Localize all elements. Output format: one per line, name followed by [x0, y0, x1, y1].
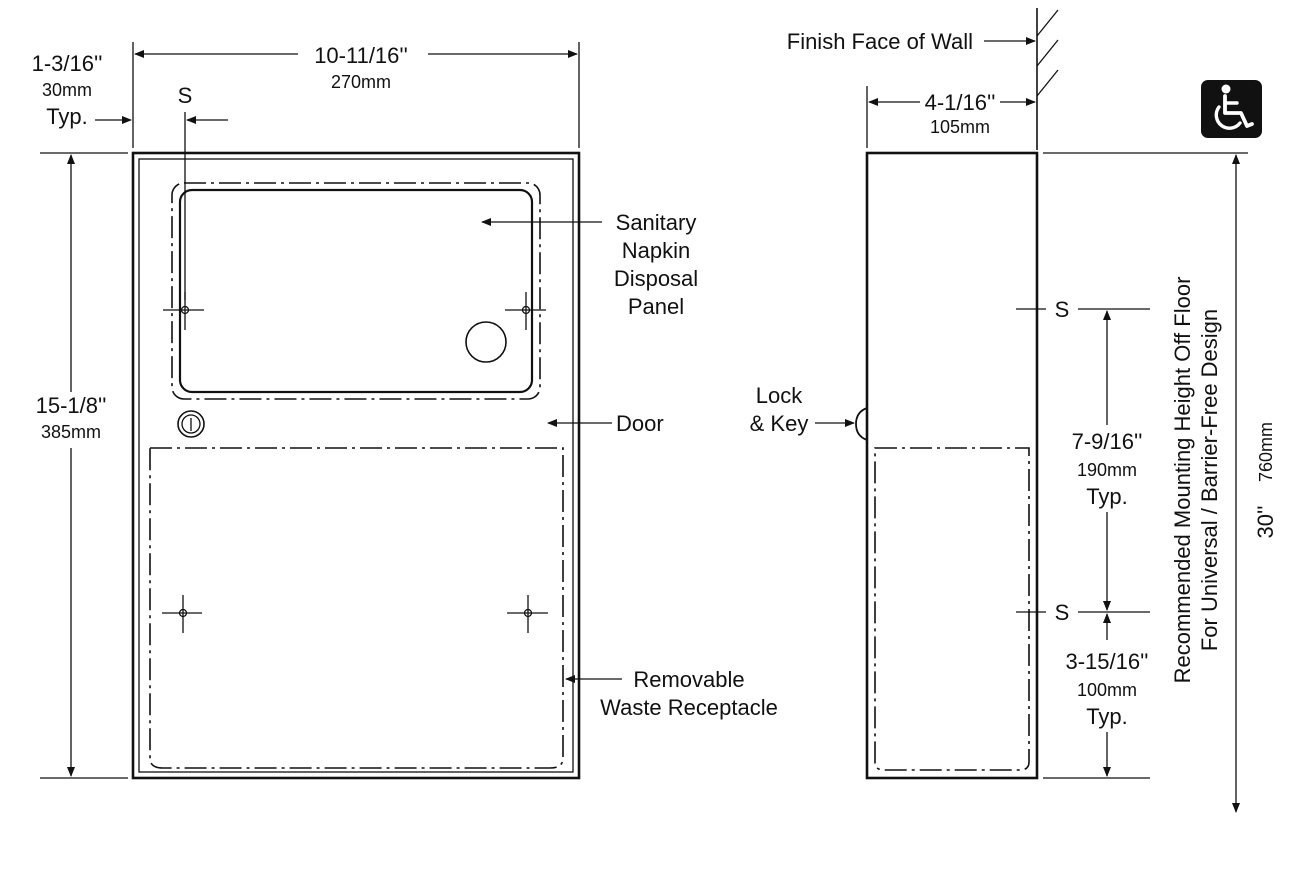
waste-receptacle-hidden-outline — [149, 447, 564, 769]
door-lock — [177, 410, 205, 438]
callout-panel-line3: Disposal — [614, 266, 698, 291]
offset-typ: Typ. — [46, 104, 88, 129]
callout-panel-line2: Napkin — [622, 238, 690, 263]
door-lock-inner — [181, 414, 201, 434]
spacing-dimension: 7-9/16'' — [1072, 429, 1143, 454]
mounting-hole-marks — [162, 292, 548, 633]
mounting-hole — [162, 595, 202, 633]
mounting-height-mm: 760mm — [1256, 422, 1276, 482]
napkin-panel-handle — [465, 321, 507, 363]
mounting-hole — [505, 292, 546, 330]
callout-receptacle-line2: Waste Receptacle — [600, 695, 778, 720]
width-dimension-mm: 270mm — [331, 72, 391, 92]
height-dimension: 15-1/8'' — [36, 393, 107, 418]
bottom-typ: Typ. — [1086, 704, 1128, 729]
napkin-panel-hidden-outline — [171, 182, 541, 400]
mounting-height-line1: Recommended Mounting Height Off Floor — [1170, 277, 1195, 684]
callout-door: Door — [616, 411, 664, 436]
s-label-upper: S — [1055, 297, 1070, 322]
mounting-hole — [163, 292, 204, 330]
lock-label-line1: Lock — [756, 383, 803, 408]
depth-dimension-mm: 105mm — [930, 117, 990, 137]
s-label-front: S — [178, 83, 193, 108]
side-view: Finish Face of Wall 4-1/16'' 105mm Lock … — [750, 8, 1278, 813]
height-dimension-mm: 385mm — [41, 422, 101, 442]
wheelchair-accessibility-icon — [1201, 80, 1262, 138]
lock-label-line2: & Key — [750, 411, 809, 436]
cabinet-inner-flange — [138, 158, 574, 773]
spacing-dimension-mm: 190mm — [1077, 460, 1137, 480]
callout-receptacle-line1: Removable — [633, 667, 744, 692]
bottom-dimension-mm: 100mm — [1077, 680, 1137, 700]
offset-dimension-mm: 30mm — [42, 80, 92, 100]
cabinet-outline — [131, 151, 581, 780]
receptacle-side-hidden-outline — [874, 447, 1030, 771]
depth-dimension: 4-1/16'' — [925, 90, 996, 115]
bottom-dimension: 3-15/16'' — [1065, 649, 1148, 674]
offset-dimension: 1-3/16'' — [32, 51, 103, 76]
cabinet-side — [865, 151, 1039, 780]
callout-panel-line1: Sanitary — [616, 210, 697, 235]
s-label-lower: S — [1055, 600, 1070, 625]
front-view: 10-11/16'' 270mm 1-3/16'' 30mm Typ. S 15… — [32, 42, 778, 780]
mounting-height-line2: For Universal / Barrier-Free Design — [1197, 309, 1222, 651]
mounting-height-in: 30'' — [1253, 506, 1278, 539]
lock-knob — [855, 407, 868, 441]
wall-label: Finish Face of Wall — [787, 29, 973, 54]
callout-panel-line4: Panel — [628, 294, 684, 319]
napkin-panel — [178, 188, 534, 394]
mounting-hole — [507, 595, 548, 633]
spacing-typ: Typ. — [1086, 484, 1128, 509]
width-dimension: 10-11/16'' — [314, 43, 408, 68]
